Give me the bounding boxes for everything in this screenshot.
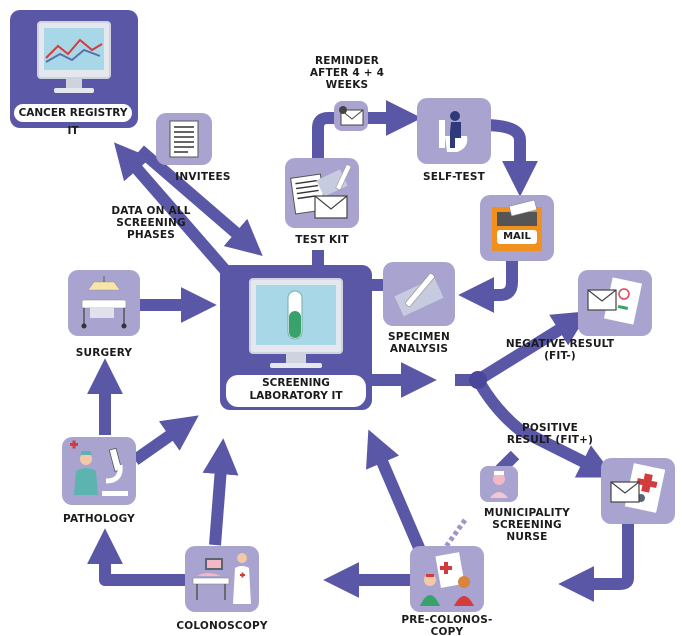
self-test-label: SELF-TEST [423,171,485,183]
specimen-tube-icon [394,273,444,317]
colonoscopy-icon [192,553,251,604]
surgery-label: SURGERY [75,347,133,359]
surgery-box [68,270,140,336]
arrow-pathology-to-lab [131,415,199,465]
arrow-letter-down [558,520,634,602]
arrow-colonoscopy-to-pathology [87,528,185,586]
municipality-nurse-label: MUNICIPALITY SCREENING NURSE [484,507,570,543]
arrow-lab-to-registry [113,142,230,274]
reminder-envelope-box [334,101,368,131]
test-kit-icon [290,163,352,219]
specimen-analysis-box [383,262,455,326]
nurse-icon [490,471,508,498]
invitees-box [156,113,212,165]
test-kit-label: TEST KIT [295,234,349,246]
colonoscopy-box [185,546,259,612]
arrow-mail-to-specimen [458,255,518,313]
positive-result-box [601,458,675,524]
municipality-nurse-box [480,466,518,502]
result-letter-icon [610,463,666,513]
test-tube-icon [249,278,343,368]
results-junction [469,371,487,389]
invitees-label: INVITEES [175,171,231,183]
microscope-icon [70,440,128,496]
positive-result-label: POSITIVE RESULT (FIT+) [506,422,594,446]
pathology-label: PATHOLOGY [63,513,135,525]
arrow-to-negative [474,311,590,386]
mail-box: MAIL [480,195,554,261]
arrow-registry-to-lab [136,145,263,256]
negative-result-label: NEGATIVE RESULT (FIT-) [505,338,615,362]
self-test-box [417,98,491,164]
mailbox-icon [492,199,542,251]
monitor-chart-icon [37,21,111,93]
arrow-colonoscopy-to-lab [202,438,239,546]
stretcher-icon [81,276,127,329]
reminder-label: REMINDER AFTER 4 + 4 WEEKS [309,55,385,91]
screening-laboratory-box: SCREENING LABORATORY IT [220,265,372,410]
arrow-testkit-loop [312,100,422,160]
negative-result-box [578,270,652,336]
screening-laboratory-label: SCREENING LABORATORY IT [226,375,366,407]
toilet-icon [439,111,468,152]
pre-colonoscopy-interview-box [410,546,484,612]
colonoscopy-label: COLONOSCOPY [176,620,268,632]
envelope-icon [339,106,364,126]
data-on-all-phases-label: DATA ON ALL SCREENING PHASES [111,205,191,241]
result-letter-icon [587,277,643,325]
interview-icon [420,552,474,606]
pathology-box [62,437,136,505]
cancer-registry-box: CANCER REGISTRY IT [10,10,138,137]
cancer-registry-label: CANCER REGISTRY IT [14,104,132,137]
document-icon [169,120,199,158]
specimen-analysis-label: SPECIMEN ANALYSIS [387,331,451,355]
arrow-interview-to-lab [366,429,426,553]
test-kit-box [285,158,359,228]
mail-label: MAIL [503,231,531,242]
pre-colonoscopy-interview-label: PRE-COLONOS- COPY INTERVIEW [401,614,493,636]
